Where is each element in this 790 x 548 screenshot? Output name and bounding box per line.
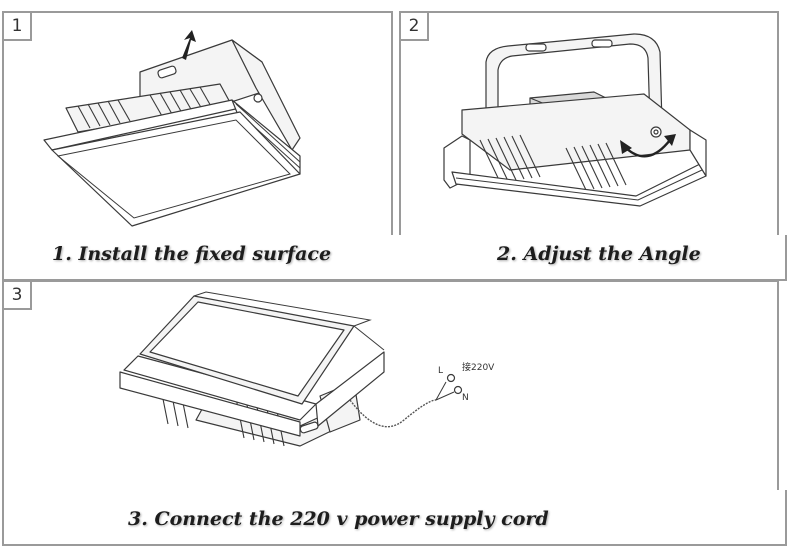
step-3-caption-box xyxy=(2,490,787,546)
step-2-caption: 2. Adjust the Angle xyxy=(497,243,701,265)
rotate-arrow-icon xyxy=(625,139,671,158)
u-bracket xyxy=(485,33,663,125)
live-terminal xyxy=(446,373,456,383)
step-3-number: 3 xyxy=(4,282,32,310)
step-3-caption: 3. Connect the 220 v power supply cord xyxy=(128,508,549,530)
power-cord xyxy=(349,399,437,428)
step-1-caption: 1. Install the fixed surface xyxy=(52,243,332,265)
step-2-caption-box xyxy=(398,235,787,281)
heat-sink-fins-2 xyxy=(479,134,627,191)
voltage-label: 接220V xyxy=(462,361,495,373)
neutral-label: N xyxy=(462,393,469,403)
step-3-illustration: L N 接220V xyxy=(119,291,495,447)
light-panel-face xyxy=(51,111,301,227)
step-2-illustration xyxy=(443,33,707,207)
neutral-terminal xyxy=(453,385,463,395)
live-label: L xyxy=(438,366,443,376)
step-2-number: 2 xyxy=(401,13,429,41)
step-1-illustration xyxy=(43,30,301,227)
step-1-number: 1 xyxy=(4,13,32,41)
up-arrow-icon xyxy=(182,30,196,60)
